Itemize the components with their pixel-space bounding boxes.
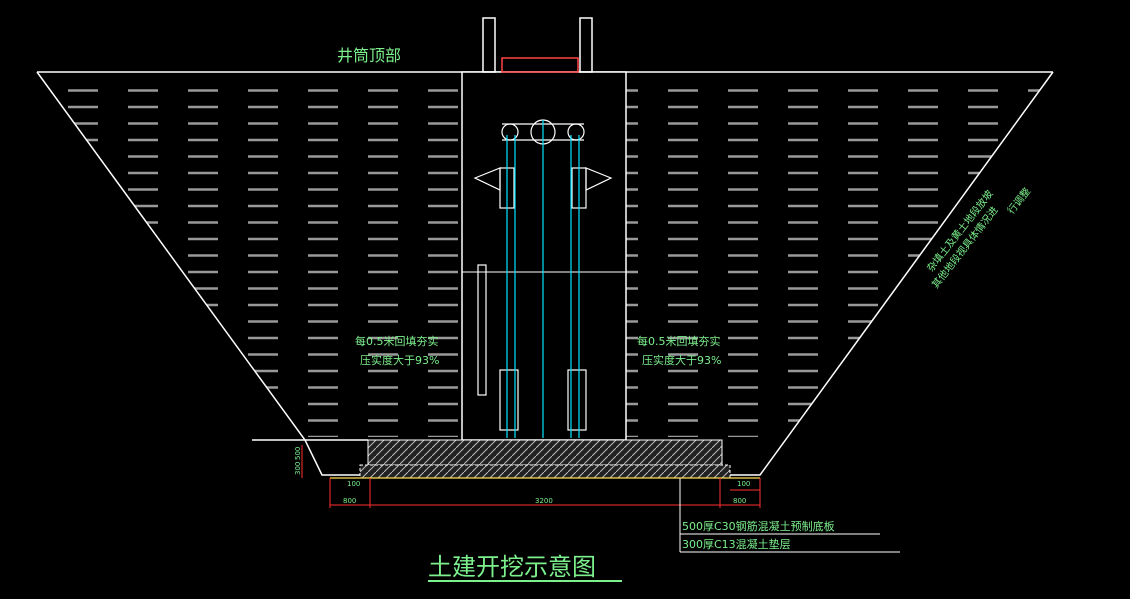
- dim-base-width: 3200: [535, 497, 553, 505]
- slope-note-line3: 行调整: [1004, 185, 1033, 217]
- shaft-top-label: 井筒顶部: [337, 46, 401, 65]
- cushion-label: 300厚C13混凝土垫层: [682, 537, 791, 551]
- base-slab: [367, 439, 723, 466]
- drawing-title: 土建开挖示意图: [428, 553, 596, 581]
- cushion-layer: [359, 464, 731, 479]
- backfill-right-line1: 每0.5米回填夯实: [637, 334, 721, 348]
- backfill-left-line1: 每0.5米回填夯实: [355, 334, 439, 348]
- backfill-left-line2: 压实度大于93%: [360, 353, 439, 367]
- base-slab-label: 500厚C30钢筋混凝土预制底板: [682, 519, 835, 533]
- dim-left-width: 800: [343, 497, 356, 505]
- dim-h2: 300: [294, 462, 302, 475]
- dim-h1: 500: [294, 447, 302, 460]
- dim-left-offset: 100: [347, 480, 360, 488]
- dimension-lines: [301, 445, 761, 508]
- dim-right-offset: 100: [737, 480, 750, 488]
- leader-lines: [679, 478, 900, 553]
- shaft: [461, 17, 627, 441]
- pipes: [506, 120, 580, 438]
- backfill-right-line2: 压实度大于93%: [642, 353, 721, 367]
- dim-right-width: 800: [733, 497, 746, 505]
